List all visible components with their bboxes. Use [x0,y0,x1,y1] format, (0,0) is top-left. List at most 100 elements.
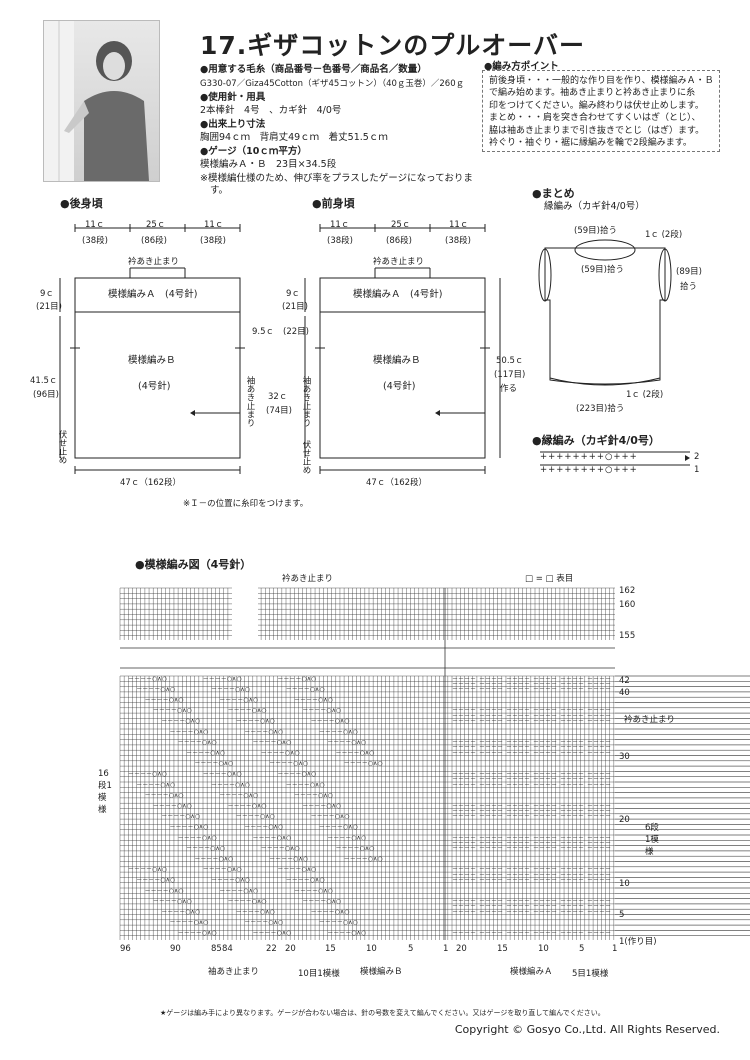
points-box: 前後身頃・・・一般的な作り目を作り、模様編みＡ・Ｂ で編み始めます。袖あき止まり… [482,70,720,152]
stitch-symbol: －－－－○∧○ [178,834,217,841]
front-h1: 9ｃ [286,289,300,299]
col-num: 85 [211,944,222,954]
stitch-symbol: －－－－○∧○ [327,930,366,937]
stitch-symbol: －－－－ [560,930,584,937]
finish-n7: (223目)拾う [576,404,625,414]
stitch-symbol: －－－－ [452,771,476,778]
stitch-symbol: －－－－○∧○ [203,675,242,682]
finish-n6: 1ｃ (2段) [626,390,664,400]
stitch-symbol: －－－－ [533,813,557,820]
stitch-symbol: －－－－ [506,930,530,937]
stitch-symbol: －－－－ [560,681,584,688]
stitch-symbol: －－－－ [452,744,476,751]
stitch-symbol: －－－－○∧○ [327,834,366,841]
stitch-symbol: －－－－ [587,707,611,714]
stitch-symbol: －－－－ [479,771,503,778]
back-h2s: (96目) [33,390,59,400]
stitch-symbol: －－－－ [587,686,611,693]
stitch-symbol: －－－－ [533,707,557,714]
yarn-value: G330-07／Giza45Cotton（ギザ45コットン）（40ｇ玉巻）／26… [200,79,465,89]
stitch-symbol: －－－－○∧○ [319,824,358,831]
stitch-symbol: －－－－ [560,771,584,778]
stitch-chart: －－－－○∧○－－－－○∧○－－－－○∧○－－－－－－－－－－－－－－－－－－－… [119,587,750,940]
stitch-symbol: －－－－ [479,930,503,937]
stitch-symbol: －－－－○∧○ [244,919,283,926]
stitch-symbol: －－－－ [452,707,476,714]
stitch-symbol: －－－－○∧○ [219,792,258,799]
stitch-symbol: －－－－ [479,909,503,916]
chart-bottom-label: 模様編みＡ [510,967,553,977]
stitch-symbol: －－－－ [452,776,476,783]
stitch-symbol: －－－－ [560,750,584,757]
stitch-symbol: －－－－ [506,718,530,725]
front-h4s: (74目) [266,406,292,416]
col-num: 1 [443,944,449,954]
stitch-symbol: －－－－ [587,781,611,788]
front-h1s: (21目) [282,302,308,312]
edging-row2: ++++++++○+++ [540,452,638,462]
stitch-symbol: －－－－ [479,803,503,810]
stitch-symbol: －－－－○∧○ [269,760,308,767]
col-num: 10 [538,944,549,954]
stitch-symbol: －－－－○∧○ [228,803,267,810]
stitch-symbol: －－－－○∧○ [211,686,250,693]
stitch-symbol: －－－－ [506,840,530,847]
stitch-symbol: －－－－ [452,686,476,693]
stitch-symbol: －－－－ [587,681,611,688]
finish-n2: (59目)拾う [581,265,624,275]
back-w1s: (38段) [82,236,108,246]
stitch-symbol: －－－－ [560,813,584,820]
chart-bottom-label: 袖あき止まり [208,967,260,977]
stitch-symbol: －－－－○∧○ [178,739,217,746]
finish-n5: 拾う [680,282,698,292]
stitch-symbol: －－－－ [452,903,476,910]
stitch-symbol: －－－－ [587,718,611,725]
stitch-symbol: －－－－○∧○ [128,866,167,873]
col-num: 84 [222,944,233,954]
col-num: 15 [325,944,336,954]
stitch-symbol: －－－－ [506,739,530,746]
stitch-symbol: －－－－ [479,845,503,852]
stitch-symbol: －－－－ [587,813,611,820]
stitch-symbol: －－－－○∧○ [161,813,200,820]
stitch-symbol: －－－－ [587,739,611,746]
stitch-symbol: －－－－ [587,866,611,873]
stitch-symbol: －－－－○∧○ [253,739,292,746]
col-num: 96 [120,944,131,954]
stitch-symbol: －－－－○∧○ [136,686,175,693]
stitch-symbol: －－－－○∧○ [186,845,225,852]
row-num: 1(作り目) [619,937,657,947]
stitch-symbol: －－－－ [533,930,557,937]
edging-row1: ++++++++○+++ [540,465,638,475]
chart-legend: □ = □ 表目 [525,574,574,584]
stitch-symbol: －－－－○∧○ [128,675,167,682]
tools-label: ●使用針・用具 [200,92,266,103]
stitch-symbol: －－－－ [452,750,476,757]
stitch-symbol: －－－－ [479,866,503,873]
model-photo [43,20,160,182]
stitch-symbol: －－－－ [506,834,530,841]
stitch-symbol: －－－－ [452,909,476,916]
front-sleeve: 袖あき止まり [245,376,255,427]
front-patA: 模様編みＡ (4号針) [353,289,443,300]
row-num: 162 [619,586,636,596]
stitch-symbol: －－－－ [560,707,584,714]
stitch-symbol: －－－－ [479,903,503,910]
edging-l1: 1 [694,465,700,475]
stitch-symbol: －－－－ [533,781,557,788]
stitch-symbol: －－－－ [479,675,503,682]
stitch-symbol: －－－－○∧○ [294,697,333,704]
front-h3: 9.5ｃ [252,327,275,337]
front-h5: 50.5ｃ [496,356,524,366]
stitch-symbol: －－－－○∧○ [161,909,200,916]
stitch-symbol: －－－－ [560,903,584,910]
points-label: ●編み方ポイント [484,61,559,72]
gauge-value: 模様編みＡ・Ｂ 23目×34.5段 [200,159,337,170]
stitch-symbol: －－－－ [587,712,611,719]
stitch-symbol: －－－－ [560,866,584,873]
stitch-symbol: －－－－ [452,813,476,820]
stitch-symbol: －－－－ [452,712,476,719]
row-num: 30 [619,752,630,762]
stitch-symbol: －－－－ [560,739,584,746]
stitch-symbol: －－－－ [587,808,611,815]
